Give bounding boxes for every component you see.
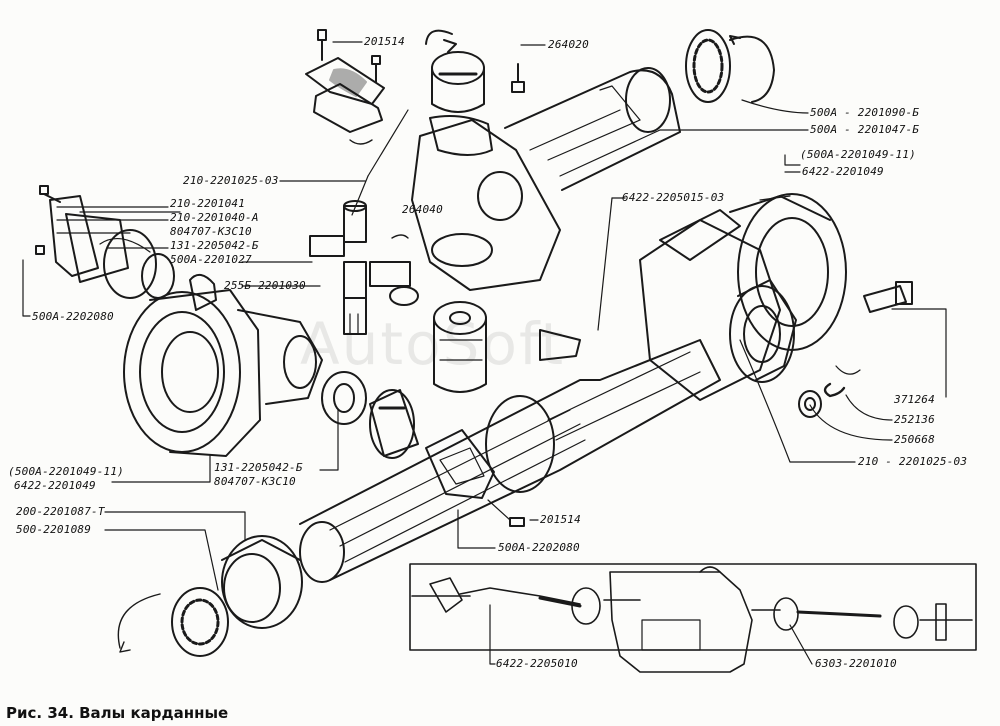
part-label: 210-2201040-А — [170, 211, 259, 224]
part-label: 6303-2201010 — [815, 657, 897, 670]
flange-right — [729, 193, 847, 351]
part-label: 131-2205042-Б — [214, 461, 303, 474]
inset-driveline — [411, 566, 973, 673]
part-label: 6422-2205015-03 — [622, 191, 725, 204]
yoke-right — [639, 209, 797, 401]
flange-yoke-left — [35, 185, 217, 311]
part-label: 252136 — [894, 413, 935, 426]
bolt-nut-washer-right — [798, 281, 913, 418]
seal-and-bearing — [321, 371, 419, 459]
part-label: 264040 — [402, 203, 443, 216]
part-label: 210 - 2201025-03 — [858, 455, 968, 468]
part-label: 500А-2201027 — [170, 253, 252, 266]
flange-large — [123, 289, 323, 457]
part-label: (500А-2201049-11) — [8, 465, 124, 478]
part-label: 500А-2202080 — [32, 310, 114, 323]
part-label: 200-2201087-Т — [16, 505, 105, 518]
clamp-plate-lower — [425, 429, 525, 527]
leader-lines — [22, 41, 977, 665]
part-label: 500А - 2201047-Б — [810, 123, 920, 136]
shaft-tube-upper — [504, 67, 681, 191]
part-label: 500А-2202080 — [498, 541, 580, 554]
part-label: 210-2201041 — [170, 197, 246, 210]
bolt-201514-top — [317, 29, 381, 83]
part-label: 201514 — [540, 513, 581, 526]
part-label: 131-2205042-Б — [170, 239, 259, 252]
universal-joint-cross — [309, 200, 419, 335]
end-cap-bottom — [221, 535, 303, 629]
sliding-sleeve — [433, 301, 487, 393]
part-label: 201514 — [364, 35, 405, 48]
part-label: 250668 — [894, 433, 935, 446]
grease-fitting-264020 — [511, 63, 525, 93]
part-label: 6422-2201049 — [802, 165, 884, 178]
part-label: 804707-КЗС10 — [214, 475, 296, 488]
part-label: 804707-КЗС10 — [170, 225, 252, 238]
part-label: 6422-2205010 — [496, 657, 578, 670]
part-label: 264020 — [548, 38, 589, 51]
splined-ring — [685, 29, 775, 103]
splined-washer-bottom — [117, 587, 229, 657]
part-label: 210-2201025-03 — [183, 174, 279, 187]
part-label: (500А-2201049-11) — [800, 148, 916, 161]
yoke-upper — [411, 29, 561, 291]
part-label: 6422-2201049 — [14, 479, 96, 492]
part-label: 500-2201089 — [16, 523, 92, 536]
part-label: 255Б-2201030 — [224, 279, 306, 292]
shaft-tube-main — [299, 329, 721, 583]
part-label: 500А - 2201090-Б — [810, 106, 920, 119]
part-label: 371264 — [894, 393, 935, 406]
figure-caption: Рис. 34. Валы карданные — [6, 704, 229, 722]
clamp-plate-top — [305, 57, 385, 145]
